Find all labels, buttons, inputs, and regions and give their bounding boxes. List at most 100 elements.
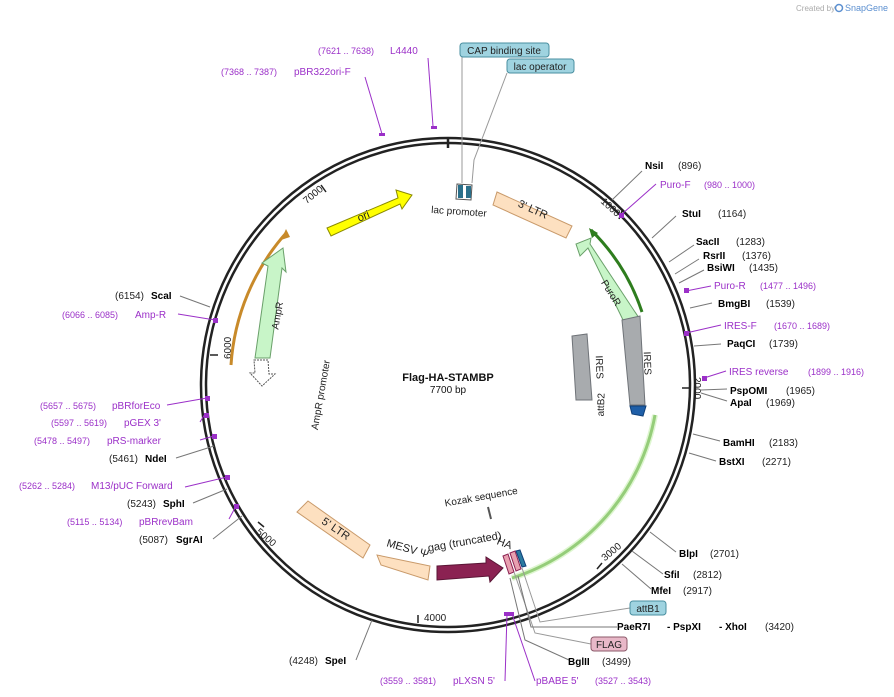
feature-mesv[interactable]: MESV Ψ [376,537,431,581]
callout-attb1[interactable]: attB1 [521,567,667,623]
primer-ires-reverse: IRES reverse [729,367,789,378]
feature-kozak[interactable]: Kozak sequence [444,486,519,520]
site-blpi: BlpI [679,549,698,560]
site-sfii-pos: (2812) [693,570,722,581]
primer-l4440: L4440 [390,46,418,57]
callout-attb1-label: attB1 [636,604,660,615]
site-pspomi-pos: (1965) [786,386,815,397]
primer-pbrrevbam: pBRrevBam [139,517,193,528]
feature-5ltr[interactable]: 5' LTR [296,500,371,559]
tick-1000: 1000 [598,196,622,219]
site-sphi: SphI [163,499,185,510]
site-bglii: BglII [568,657,590,668]
site-bsiwi: BsiWI [707,263,735,274]
site-spei-pos: (4248) [289,656,318,667]
primer-pbrrevbam-range: (5115 .. 5134) [67,517,122,527]
site-ndei: NdeI [145,454,167,465]
primer-puro-f: Puro-F [660,180,691,191]
site-sgrai: SgrAI [176,535,203,546]
callout-flag-label: FLAG [596,640,622,651]
site-sgrai-pos: (5087) [139,535,168,546]
site-sphi-pos: (5243) [127,499,156,510]
feature-mesv-label: MESV Ψ [385,537,430,561]
primer-plxsn: pLXSN 5' [453,676,495,687]
site-blpi-pos: (2701) [710,549,739,560]
primer-ires-f-range: (1670 .. 1689) [774,321,830,331]
feature-lac-promoter-label: lac promoter [431,205,488,220]
primer-amp-r: Amp-R [135,310,166,321]
enzyme-leaders [175,170,728,661]
feature-ampr-promoter-label: AmpR promoter [310,359,333,431]
primer-pbr322ori-range: (7368 .. 7387) [221,67,277,77]
plasmid-length: 7700 bp [430,385,467,396]
callout-flag[interactable]: FLAG [513,571,628,652]
callout-cap-binding-site[interactable]: CAP binding site [459,42,550,183]
site-mfei: MfeI [651,586,671,597]
site-bmgbi: BmgBI [718,299,750,310]
feature-gag-label: gag (truncated) [427,530,503,555]
site-sacii-pos: (1283) [736,237,765,248]
site-pspomi: PspOMI [730,386,767,397]
primer-pgex: pGEX 3' [124,418,161,429]
feature-ha-label: HA [495,536,514,553]
feature-ampr[interactable]: AmpR [254,247,287,359]
feature-lac-promoter[interactable]: lac promoter [431,183,488,220]
site-pspxi: - PspXI [667,622,701,633]
feature-ha[interactable]: HA [495,536,527,575]
site-bamhi: BamHI [723,438,755,449]
site-xhoi-pos: (3420) [765,622,794,633]
site-apai-pos: (1969) [766,398,795,409]
site-sacii: SacII [696,237,720,248]
tick-2000: 2000 [691,377,702,400]
feature-kozak-label: Kozak sequence [444,486,519,510]
insert-outer-arc [511,414,657,580]
feature-ires-1[interactable]: IRES [621,315,653,406]
site-mfei-pos: (2917) [683,586,712,597]
feature-ampr-promoter[interactable]: AmpR promoter [248,359,333,431]
plasmid-name: Flag-HA-STAMBP [402,372,493,384]
site-nsii: NsiI [645,161,664,172]
site-paer7i: PaeR7I [617,622,651,633]
site-bamhi-pos: (2183) [769,438,798,449]
puror-outer-arc [589,228,644,313]
feature-ori[interactable]: ori [326,189,413,237]
primer-m13: M13/pUC Forward [91,481,173,492]
primer-puro-r-range: (1477 .. 1496) [760,281,816,291]
primer-m13-range: (5262 .. 5284) [19,481,75,491]
primer-leaders [166,57,727,682]
feature-3ltr[interactable]: 3' LTR [492,191,573,239]
feature-ires-2-label: IRES [593,355,605,379]
site-xhoi: - XhoI [719,622,747,633]
primer-pbr322ori: pBR322ori-F [294,67,351,78]
site-stui-pos: (1164) [718,209,746,220]
site-rsrii-pos: (1376) [742,251,771,262]
primer-pbrforeco: pBRforEco [112,401,161,412]
callout-lac-operator[interactable]: lac operator [471,58,575,184]
site-apai: ApaI [730,398,752,409]
primer-pbrforeco-range: (5657 .. 5675) [40,401,96,411]
site-bstxi: BstXI [719,457,745,468]
site-bmgbi-pos: (1539) [766,299,795,310]
feature-ires-label: IRES [641,351,653,375]
credit-brand: SnapGene [845,3,888,13]
feature-ires-2[interactable]: IRES [571,333,605,401]
primer-prs-marker: pRS-marker [107,436,162,447]
primer-amp-r-range: (6066 .. 6085) [62,310,118,320]
site-nsii-pos: (896) [678,161,701,172]
primer-pbabe: pBABE 5' [536,676,579,687]
snapgene-logo [834,3,844,13]
feature-ori-label: ori [356,209,372,225]
primer-puro-r: Puro-R [714,281,746,292]
feature-gag[interactable]: gag (truncated) [427,530,504,584]
primer-plxsn-range: (3559 .. 3581) [380,676,436,686]
site-rsrii: RsrII [703,251,725,262]
callout-cap-label: CAP binding site [467,46,541,57]
site-ndei-pos: (5461) [109,454,138,465]
tick-4000: 4000 [424,613,447,624]
site-paqci: PaqCI [727,339,756,350]
primer-pbabe-range: (3527 .. 3543) [595,676,651,686]
ampr-outer-arc [229,230,289,366]
feature-attb2[interactable]: attB2 [596,392,647,417]
tick-6000: 6000 [223,336,234,359]
site-spei: SpeI [325,656,346,667]
